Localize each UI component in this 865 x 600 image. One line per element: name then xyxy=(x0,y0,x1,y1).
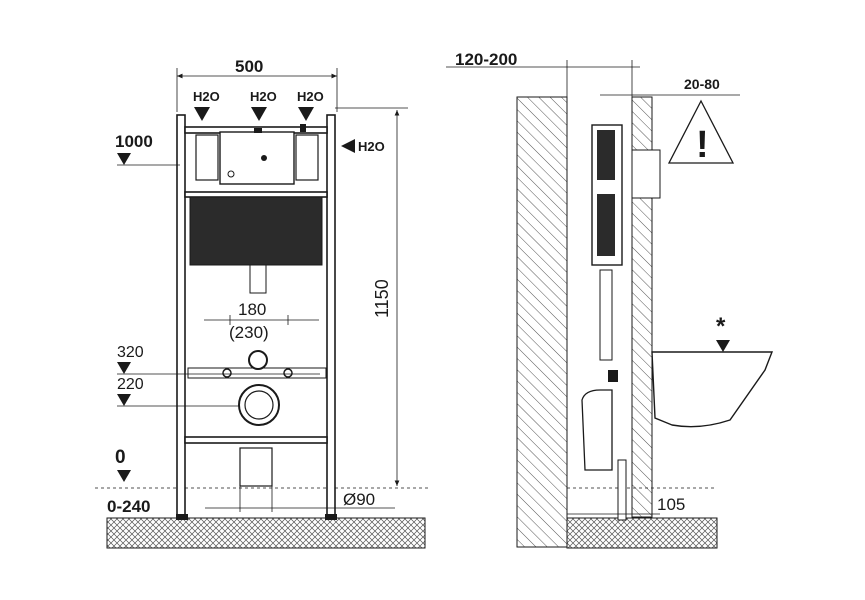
dim-180-label: 180 xyxy=(238,300,266,319)
water-arrow-side xyxy=(341,139,355,153)
floor-hatch-left xyxy=(106,517,426,549)
pipe-diameter-label: Ø90 xyxy=(343,490,375,509)
frame-left-upright xyxy=(176,114,186,516)
wall-hatch xyxy=(516,96,568,548)
water-label-side: H2O xyxy=(358,139,385,154)
water-arrow-2 xyxy=(251,107,267,121)
dim-1150-label: 1150 xyxy=(372,279,392,318)
panel-hatch xyxy=(631,96,653,518)
water-arrow-1 xyxy=(194,107,210,121)
floor-hatch-right xyxy=(566,517,718,549)
water-inlet xyxy=(248,350,268,370)
floor-zero-label: 0 xyxy=(115,447,126,468)
cistern-flush-box xyxy=(219,131,295,185)
frame-bottom-bar xyxy=(184,436,328,444)
frame-mid-bar xyxy=(184,191,328,198)
asterisk-mark: * xyxy=(716,313,726,340)
warning-triangle xyxy=(667,99,735,164)
dim-230-label: (230) xyxy=(229,323,269,342)
panel-distance-label: 20-80 xyxy=(684,76,720,92)
side-view: 120-200 20-80 ! * 105 xyxy=(446,50,774,549)
front-view: 500 H2O H2O H2O H2O 180 (230) xyxy=(95,57,430,549)
depth-105-label: 105 xyxy=(657,495,685,514)
dim-500-label: 500 xyxy=(235,57,263,76)
level-220-label: 220 xyxy=(117,376,144,393)
cistern-tank xyxy=(189,196,323,266)
water-label-2: H2O xyxy=(250,89,277,104)
toilet-bowl xyxy=(651,351,774,428)
frame-right-upright xyxy=(326,114,336,516)
wall-distance-label: 120-200 xyxy=(455,50,517,69)
level-320-label: 320 xyxy=(117,344,144,361)
height-1000-label: 1000 xyxy=(115,132,153,151)
water-label-3: H2O xyxy=(297,89,324,104)
water-label-1: H2O xyxy=(193,89,220,104)
water-arrow-3 xyxy=(298,107,314,121)
warning-mark: ! xyxy=(696,124,709,166)
floor-range-label: 0-240 xyxy=(107,497,150,516)
